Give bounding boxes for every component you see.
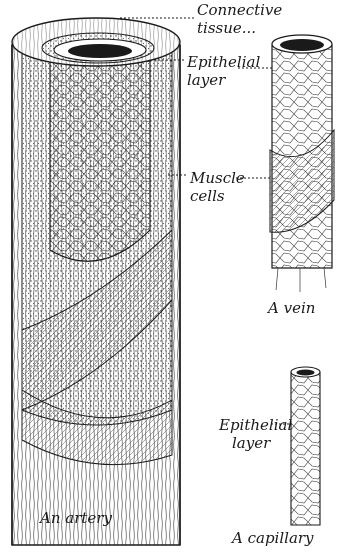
vein-drawing	[270, 35, 334, 292]
label-vein: A vein	[268, 300, 315, 317]
artery-drawing	[12, 18, 180, 545]
label-capillary: A capillary	[232, 530, 314, 547]
label-epithelial-line2: layer	[187, 72, 225, 89]
label-epithelial-line1: Epithelial	[187, 54, 260, 71]
label-artery: An artery	[40, 510, 112, 527]
label-connective-line2: tissue...	[197, 20, 256, 37]
label-muscle-line2: cells	[190, 188, 225, 205]
label-capillary-epithelial-line1: Epithelial	[219, 417, 292, 434]
label-muscle-line1: Muscle	[190, 170, 245, 187]
capillary-drawing	[291, 367, 320, 525]
label-capillary-epithelial-line2: layer	[232, 435, 270, 452]
label-connective-line1: Connective	[197, 2, 282, 19]
